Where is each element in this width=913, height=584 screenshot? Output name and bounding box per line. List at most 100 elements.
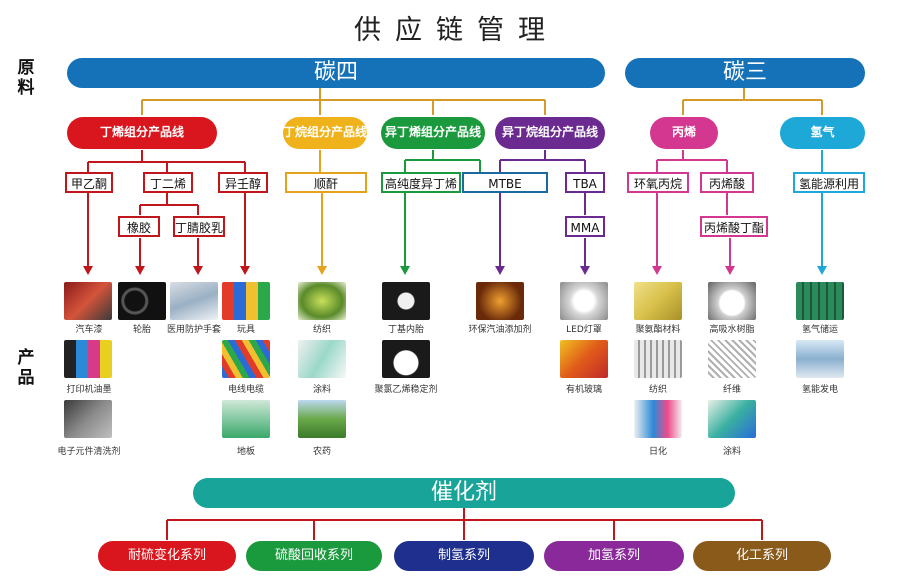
product-electronic-cleaner — [64, 400, 112, 438]
product-fuel-additive — [476, 282, 524, 320]
gloves-caption: 医用防护手套 — [166, 325, 221, 335]
agriculture-image — [298, 400, 346, 438]
hp-isobutylene-box: 高纯度异丁烯 — [381, 172, 461, 193]
series-hydrogenation: 加氢系列 — [544, 541, 684, 571]
product-h2-cylinder — [796, 282, 844, 320]
tire-caption: 轮胎 — [132, 325, 151, 335]
fiber2-image — [708, 340, 756, 378]
product-car-paint — [64, 282, 112, 320]
pvc-stabilizer-image — [382, 340, 430, 378]
tba-box: TBA — [565, 172, 605, 193]
cable-caption: 电线电缆 — [227, 385, 264, 395]
product-coating — [298, 340, 346, 378]
product-toys — [222, 282, 270, 320]
h2-energy-caption: 氢能发电 — [801, 385, 838, 395]
spinning-caption: 纺织 — [648, 385, 667, 395]
h2-cylinder-caption: 氢气储运 — [801, 325, 838, 335]
led-image — [560, 282, 608, 320]
floor-caption: 地板 — [236, 447, 255, 457]
page-title: 供应链管理 — [354, 15, 559, 46]
coating-image — [298, 340, 346, 378]
h2-energy-image — [796, 340, 844, 378]
product-polyurethane — [634, 282, 682, 320]
coating-caption: 涂料 — [312, 385, 331, 395]
product-fibers — [298, 282, 346, 320]
product-fiber2 — [708, 340, 756, 378]
butyl-tube-image — [382, 282, 430, 320]
product-floor — [222, 400, 270, 438]
propylene-line: 丙烯 — [650, 117, 718, 149]
butadiene-box: 丁二烯 — [143, 172, 193, 193]
isobutylene-line: 异丁烯组分产品线 — [381, 117, 485, 149]
series-sulfur-tolerant: 耐硫变化系列 — [98, 541, 236, 571]
cable-image — [222, 340, 270, 378]
c4-bar: 碳四 — [67, 58, 605, 88]
product-agriculture — [298, 400, 346, 438]
gloves-image — [170, 282, 218, 320]
toys-image — [222, 282, 270, 320]
printer-ink-caption: 打印机油墨 — [66, 385, 112, 395]
isobutane-line: 异丁烷组分产品线 — [495, 117, 605, 149]
product-tire — [118, 282, 166, 320]
coating2-caption: 涂料 — [722, 447, 741, 457]
butene-line: 丁烯组分产品线 — [67, 117, 217, 149]
floor-image — [222, 400, 270, 438]
h2-cylinder-image — [796, 282, 844, 320]
electronic-cleaner-caption: 电子元件清洗剂 — [57, 447, 121, 457]
product-coating2 — [708, 400, 756, 438]
propylene-oxide-box: 环氧丙烷 — [627, 172, 689, 193]
catalyst-bar: 催化剂 — [193, 478, 735, 508]
toys-caption: 玩具 — [236, 325, 255, 335]
fibers-image — [298, 282, 346, 320]
product-absorbent — [708, 282, 756, 320]
c3-bar: 碳三 — [625, 58, 865, 88]
h2-use-box: 氢能源利用 — [793, 172, 865, 193]
fuel-additive-image — [476, 282, 524, 320]
polyurethane-image — [634, 282, 682, 320]
daily-caption: 日化 — [648, 447, 667, 457]
acrylic-acid-box: 丙烯酸 — [700, 172, 754, 193]
fiber2-caption: 纤维 — [722, 385, 741, 395]
tire-image — [118, 282, 166, 320]
absorbent-image — [708, 282, 756, 320]
series-hydrogen-production: 制氢系列 — [394, 541, 534, 571]
product-printer-ink — [64, 340, 112, 378]
product-h2-energy — [796, 340, 844, 378]
product-pvc-stabilizer — [382, 340, 430, 378]
led-caption: LED灯罩 — [566, 325, 602, 335]
plexi-image — [560, 340, 608, 378]
plexi-caption: 有机玻璃 — [565, 385, 602, 395]
butane-line: 丁烷组分产品线 — [283, 117, 367, 149]
butyl-tube-caption: 丁基内胎 — [387, 325, 424, 335]
coating2-image — [708, 400, 756, 438]
product-daily — [634, 400, 682, 438]
car-paint-image — [64, 282, 112, 320]
spinning-image — [634, 340, 682, 378]
maleic-box: 顺酐 — [285, 172, 367, 193]
car-paint-caption: 汽车漆 — [75, 325, 103, 335]
product-cable — [222, 340, 270, 378]
products-label: 产品 — [17, 348, 35, 388]
product-gloves — [170, 282, 218, 320]
series-chemical: 化工系列 — [693, 541, 831, 571]
raw-material-label: 原料 — [17, 58, 35, 98]
isooctanol-box: 异壬醇 — [218, 172, 268, 193]
rubber-box: 橡胶 — [118, 216, 160, 237]
fuel-additive-caption: 环保汽油添加剂 — [468, 325, 532, 335]
product-spinning — [634, 340, 682, 378]
butyl-acrylate-box: 丙烯酸丁酯 — [700, 216, 768, 237]
product-plexi — [560, 340, 608, 378]
electronic-cleaner-image — [64, 400, 112, 438]
product-butyl-tube — [382, 282, 430, 320]
mtbe-box: MTBE — [462, 172, 548, 193]
mek-box: 甲乙酮 — [65, 172, 113, 193]
pvc-stabilizer-caption: 聚氯乙烯稳定剂 — [374, 385, 438, 395]
fibers-caption: 纺织 — [312, 325, 331, 335]
product-led — [560, 282, 608, 320]
mma-box: MMA — [565, 216, 605, 237]
printer-ink-image — [64, 340, 112, 378]
daily-image — [634, 400, 682, 438]
hydrogen-line: 氢气 — [780, 117, 865, 149]
nbr-latex-box: 丁腈胶乳 — [173, 216, 225, 237]
